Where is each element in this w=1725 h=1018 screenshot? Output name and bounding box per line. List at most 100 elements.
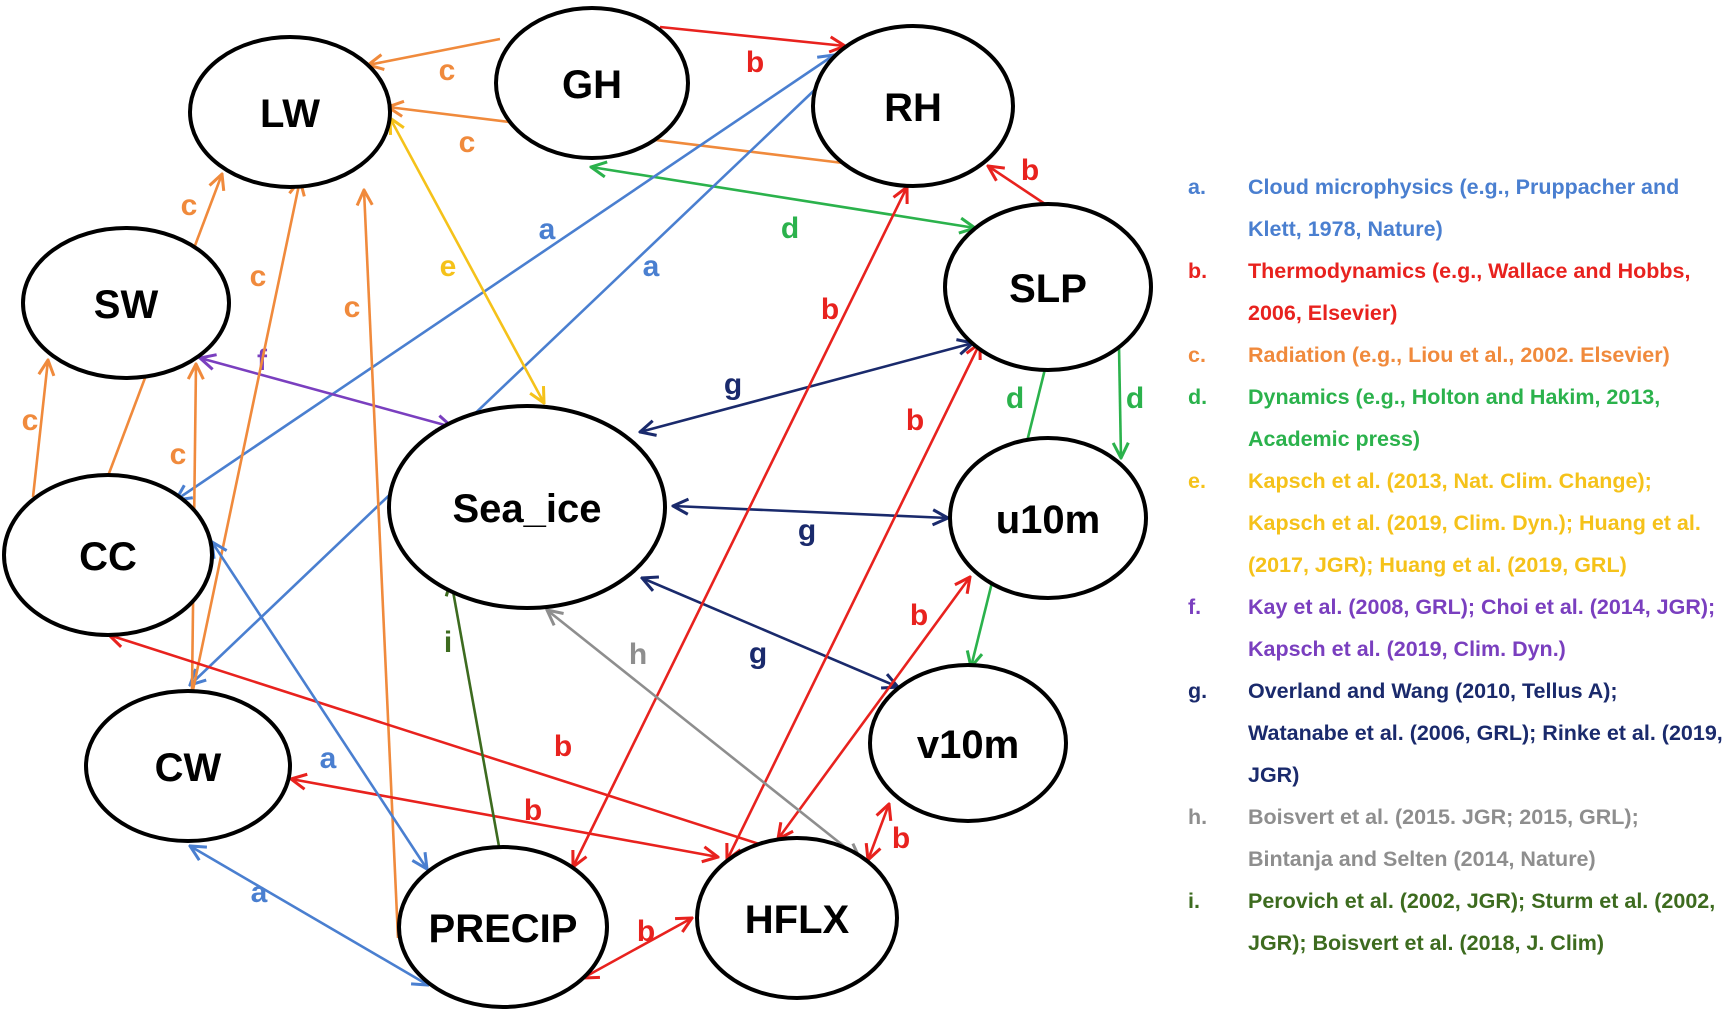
- edge-label-slp-hflx: b: [906, 404, 924, 437]
- nodes-layer: GH RH LW SW SLP Sea_ice u10m CC: [2, 6, 1153, 1009]
- node-hflx-label: HFLX: [745, 898, 850, 942]
- node-v10m: v10m: [868, 663, 1068, 823]
- legend-text: Radiation (e.g., Liou et al., 2002. Else…: [1248, 343, 1670, 367]
- legend-letter: h.: [1188, 805, 1208, 829]
- edge-line-cc-sw: [31, 360, 48, 498]
- edge-line-gh-lw: [368, 37, 501, 65]
- node-slp: SLP: [943, 202, 1153, 372]
- edge-label-slp-v10m: d: [1006, 382, 1024, 415]
- legend-letter: c.: [1188, 343, 1206, 367]
- edge-gh-lw: c: [368, 37, 501, 87]
- node-lw-label: LW: [260, 92, 320, 136]
- node-sea-ice: Sea_ice: [387, 404, 667, 610]
- legend-item-f: f. Kay et al. (2008, GRL); Choi et al. (2…: [1188, 586, 1723, 670]
- legend-text: Kapsch et al. (2013, Nat. Clim. Change);…: [1248, 469, 1701, 577]
- edge-slp-rh: b: [988, 154, 1046, 206]
- edge-label-rh-cc: a: [539, 213, 556, 246]
- legend-letter: e.: [1188, 469, 1206, 493]
- edge-line-seaice-hflx: [547, 610, 860, 859]
- node-cc: CC: [2, 473, 214, 637]
- node-rh: RH: [811, 24, 1015, 188]
- legend-letter: g.: [1188, 679, 1208, 703]
- edge-sw-seaice: f: [200, 344, 452, 427]
- edge-precip-seaice: i: [444, 580, 502, 853]
- legend-letter: f.: [1188, 595, 1202, 619]
- node-u10m-label: u10m: [996, 498, 1101, 542]
- edge-line-v10m-hflx: [868, 804, 889, 860]
- edge-label-precip-hflx: b: [637, 915, 655, 948]
- edge-cw-precip: a: [190, 846, 428, 985]
- legend-text: Perovich et al. (2002, JGR); Sturm et al…: [1248, 889, 1716, 955]
- node-rh-label: RH: [884, 86, 942, 130]
- edge-precip-lw: c: [344, 190, 400, 939]
- edge-line-slp-rh: [988, 166, 1046, 206]
- legend: a. Cloud microphysics (e.g., Pruppacher a…: [1188, 166, 1723, 964]
- edge-line-precip-seaice: [451, 580, 502, 853]
- edge-precip-hflx: b: [583, 915, 692, 978]
- edge-label-rh-cw: a: [643, 250, 660, 283]
- edge-cc-precip: a: [212, 542, 427, 869]
- edge-cc-sw: c: [22, 360, 48, 498]
- legend-letter: b.: [1188, 259, 1208, 283]
- edge-label-slp-seaice: g: [724, 368, 742, 401]
- edge-label-cc-lw: c: [181, 189, 198, 222]
- node-lw: LW: [188, 35, 392, 189]
- node-cc-label: CC: [79, 535, 137, 579]
- edge-line-seaice-v10m: [642, 578, 898, 687]
- edge-seaice-hflx: h: [547, 610, 860, 859]
- edge-lw-seaice: e: [390, 118, 544, 403]
- node-v10m-label: v10m: [917, 723, 1019, 767]
- edge-label-rh-precip: b: [821, 293, 839, 326]
- legend-item-h: h. Boisvert et al. (2015. JGR; 2015, GRL)…: [1188, 796, 1723, 880]
- node-hflx: HFLX: [695, 836, 899, 1000]
- legend-item-e: e. Kapsch et al. (2013, Nat. Clim. Change…: [1188, 460, 1723, 586]
- edge-line-gh-rh: [659, 25, 845, 46]
- node-cw: CW: [84, 689, 292, 843]
- edge-line-precip-lw: [364, 190, 400, 939]
- edge-label-precip-lw: c: [344, 291, 361, 324]
- legend-letter: i.: [1188, 889, 1200, 913]
- edge-label-slp-rh: b: [1021, 154, 1039, 187]
- edge-slp-u10m: d: [1119, 345, 1144, 458]
- edge-seaice-v10m: g: [642, 578, 898, 687]
- edge-label-seaice-hflx: h: [629, 638, 647, 671]
- edge-label-cw-precip: a: [251, 876, 268, 909]
- legend-letter: d.: [1188, 385, 1208, 409]
- edge-label-cc-hflx: b: [554, 730, 572, 763]
- node-sea-ice-label: Sea_ice: [452, 487, 601, 531]
- edge-label-cw-hflx: b: [524, 794, 542, 827]
- node-sw: SW: [21, 226, 231, 380]
- legend-text: Kay et al. (2008, GRL); Choi et al. (201…: [1248, 595, 1716, 661]
- edge-label-gh-slp: d: [781, 212, 799, 245]
- edge-label-cw-lw: c: [250, 260, 267, 293]
- edge-seaice-u10m: g: [673, 506, 948, 547]
- edge-label-seaice-u10m: g: [798, 514, 816, 547]
- legend-text: Thermodynamics (e.g., Wallace and Hobbs,…: [1248, 259, 1691, 325]
- edge-label-gh-rh: b: [746, 46, 764, 79]
- edge-label-u10m-hflx: b: [910, 599, 928, 632]
- legend-text: Dynamics (e.g., Holton and Hakim, 2013, …: [1248, 385, 1661, 451]
- legend-item-c: c. Radiation (e.g., Liou et al., 2002. El…: [1188, 334, 1723, 376]
- node-slp-label: SLP: [1009, 267, 1087, 311]
- edge-label-lw-seaice: e: [440, 250, 457, 283]
- edge-label-slp-u10m: d: [1126, 382, 1144, 415]
- legend-item-a: a. Cloud microphysics (e.g., Pruppacher a…: [1188, 166, 1723, 250]
- edge-label-seaice-v10m: g: [749, 637, 767, 670]
- edge-label-cc-sw: c: [22, 404, 39, 437]
- edge-label-v10m-hflx: b: [892, 822, 910, 855]
- edge-label-precip-seaice: i: [444, 626, 452, 659]
- legend-text: Boisvert et al. (2015. JGR; 2015, GRL); …: [1248, 805, 1639, 871]
- edge-line-cw-precip: [190, 846, 428, 985]
- node-u10m: u10m: [948, 436, 1148, 600]
- node-gh: GH: [494, 6, 690, 160]
- edge-label-gh-lw: c: [439, 54, 456, 87]
- edge-line-slp-u10m: [1119, 345, 1121, 458]
- legend-letter: a.: [1188, 175, 1206, 199]
- edge-v10m-hflx: b: [868, 804, 910, 860]
- legend-text: Cloud microphysics (e.g., Pruppacher and…: [1248, 175, 1680, 241]
- node-cw-label: CW: [155, 746, 222, 790]
- legend-text: Overland and Wang (2010, Tellus A); Wata…: [1248, 679, 1723, 787]
- node-precip: PRECIP: [397, 845, 609, 1009]
